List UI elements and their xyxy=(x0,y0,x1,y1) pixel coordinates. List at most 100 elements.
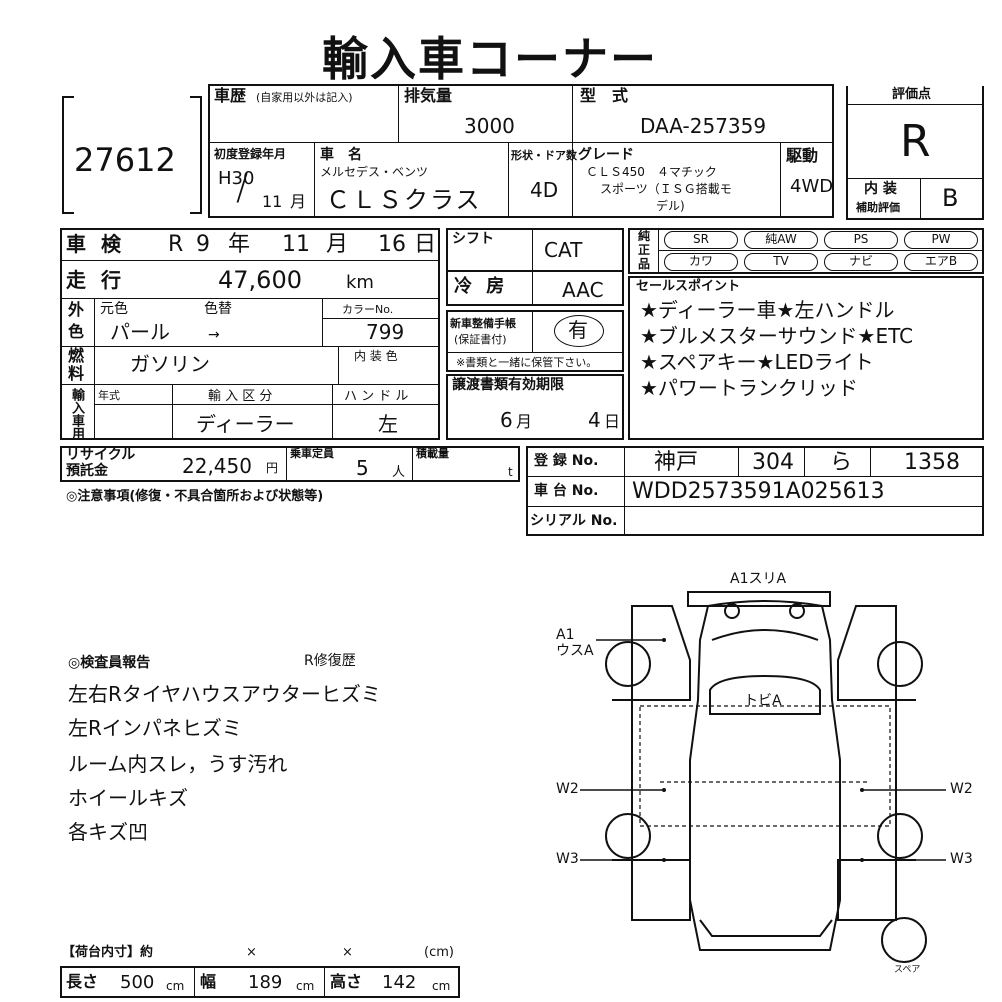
ac-value: AAC xyxy=(562,278,604,302)
cargo-x2: × xyxy=(342,945,353,960)
inspection-day: 16 xyxy=(378,232,406,257)
equip-sr: SR xyxy=(664,231,738,249)
inspector-line-4: ホイールキズ xyxy=(68,786,188,810)
fuel-value: ガソリン xyxy=(130,352,210,376)
inspection-year-unit: 年 xyxy=(228,232,251,257)
displacement-value: 3000 xyxy=(464,114,515,138)
equip-ps: PS xyxy=(824,231,898,249)
chassis-label: 車 台 No. xyxy=(534,483,599,499)
maintenance-box xyxy=(446,310,624,372)
sales-point-3: ★スペアキー★LEDライト xyxy=(640,350,874,374)
cargo-length-label: 長さ xyxy=(66,972,99,991)
cargo-box xyxy=(60,966,460,998)
drive-value: 4WD xyxy=(790,176,834,197)
change-color-label: 色替 xyxy=(204,301,232,317)
import-label: 輸入車用 xyxy=(69,388,84,440)
inspection-label: 車 検 xyxy=(66,232,125,256)
maintenance-value: 有 xyxy=(568,318,588,342)
exterior-label-1: 外 xyxy=(68,300,85,319)
first-reg-month: 11 xyxy=(262,192,283,211)
import-year-label: 年式 xyxy=(98,389,120,402)
registration-kana: ら xyxy=(830,450,853,475)
interior-score: B xyxy=(942,184,959,212)
handle-value: 左 xyxy=(378,412,398,436)
inspection-day-unit: 日 xyxy=(414,232,437,257)
transfer-day: 4 xyxy=(588,408,601,432)
displacement-label: 排気量 xyxy=(404,86,453,105)
handle-label: ハ ン ド ル xyxy=(344,389,409,404)
body-type-value: 4D xyxy=(530,178,559,202)
cargo-height-label: 高さ xyxy=(330,972,363,991)
page-title: 輸入車コーナー xyxy=(322,32,658,86)
diagram-a1-label: A1 xyxy=(556,627,575,643)
sales-point-1: ★ディーラー車★左ハンドル xyxy=(640,298,895,322)
mileage-value: 47,600 xyxy=(218,266,302,294)
registration-number: 1358 xyxy=(904,450,960,475)
shift-value: CAT xyxy=(544,238,583,262)
equip-airbag: エアB xyxy=(904,253,978,271)
sales-points-box xyxy=(628,276,984,440)
transfer-month: 6 xyxy=(500,408,513,432)
grade-line3: デル) xyxy=(656,199,685,213)
diagram-a1-sub-label: ウスA xyxy=(556,643,594,659)
capacity-label: 乗車定員 xyxy=(290,447,334,460)
grade-label: グレード xyxy=(578,147,634,163)
inspection-year: 9 xyxy=(196,232,210,257)
diagram-roof-label: トビA xyxy=(744,693,782,709)
model-label: 型 式 xyxy=(580,86,629,105)
transfer-day-unit: 日 xyxy=(604,412,621,431)
recycle-unit: 円 xyxy=(266,461,279,475)
interior-color-label: 内 装 色 xyxy=(354,349,398,363)
chassis-number: WDD2573591A025613 xyxy=(632,479,885,504)
inspection-month-unit: 月 xyxy=(326,232,349,257)
history-label: 車歴 xyxy=(214,86,247,105)
equipment-label-3: 品 xyxy=(638,257,651,271)
mileage-unit: km xyxy=(346,272,374,293)
equip-aw: 純AW xyxy=(744,231,818,249)
cargo-length-unit: cm xyxy=(166,979,185,993)
body-type-label: 形状・ドア数 xyxy=(511,149,577,162)
mileage-label: 走 行 xyxy=(66,268,125,292)
cargo-width: 189 xyxy=(248,972,283,993)
fuel-label-1: 燃 xyxy=(68,346,85,365)
first-reg-label: 初度登録年月 xyxy=(214,147,287,161)
notes-label: ◎注意事項(修復・不具合箇所および状態等) xyxy=(66,489,324,504)
inspector-label: ◎検査員報告 xyxy=(68,655,151,671)
drive-label: 駆動 xyxy=(786,146,819,165)
inspector-line-3: ルーム内スレ，うす汚れ xyxy=(68,752,288,776)
interior-label: 内 装 xyxy=(864,181,897,197)
first-reg-month-unit: 月 xyxy=(290,192,307,211)
evaluation-label: 評価点 xyxy=(892,87,932,102)
diagram-w2-left: W2 xyxy=(556,781,579,797)
first-reg-slash: / xyxy=(236,167,249,208)
orig-color-label: 元色 xyxy=(100,301,128,317)
equip-navi: ナビ xyxy=(824,253,898,271)
serial-label: シリアル No. xyxy=(530,513,618,529)
recycle-label-2: 預託金 xyxy=(66,463,108,479)
maintenance-circle xyxy=(554,315,604,347)
ac-box xyxy=(446,270,624,306)
lot-number: 27612 xyxy=(74,141,176,179)
transfer-box xyxy=(446,374,624,440)
registration-box xyxy=(526,446,984,536)
model-value: DAA-257359 xyxy=(640,114,767,138)
shift-label: シフト xyxy=(452,231,494,247)
equipment-label-2: 正 xyxy=(638,243,651,257)
sales-point-4: ★パワートランクリッド xyxy=(640,376,858,400)
equip-tv: TV xyxy=(744,253,818,271)
orig-color-value: パール xyxy=(110,320,170,344)
maintenance-label-1: 新車整備手帳 xyxy=(450,317,516,330)
cargo-length: 500 xyxy=(120,972,155,993)
maintenance-label-2: (保証書付) xyxy=(454,333,507,346)
cargo-unit: (cm) xyxy=(424,945,454,960)
recycle-label-1: リサイクル xyxy=(66,447,136,463)
lot-number-box: 27612 xyxy=(62,96,202,214)
vehicle-details-grid xyxy=(60,228,440,440)
equipment-label-1: 純 xyxy=(638,229,651,243)
inspection-month: 11 xyxy=(282,232,310,257)
cargo-height-unit: cm xyxy=(432,979,451,993)
fuel-label-2: 料 xyxy=(68,364,85,383)
inspector-line-2: 左Rインパネヒズミ xyxy=(68,716,242,740)
exterior-label-2: 色 xyxy=(68,322,85,341)
diagram-top-label: A1スリA xyxy=(730,571,787,587)
